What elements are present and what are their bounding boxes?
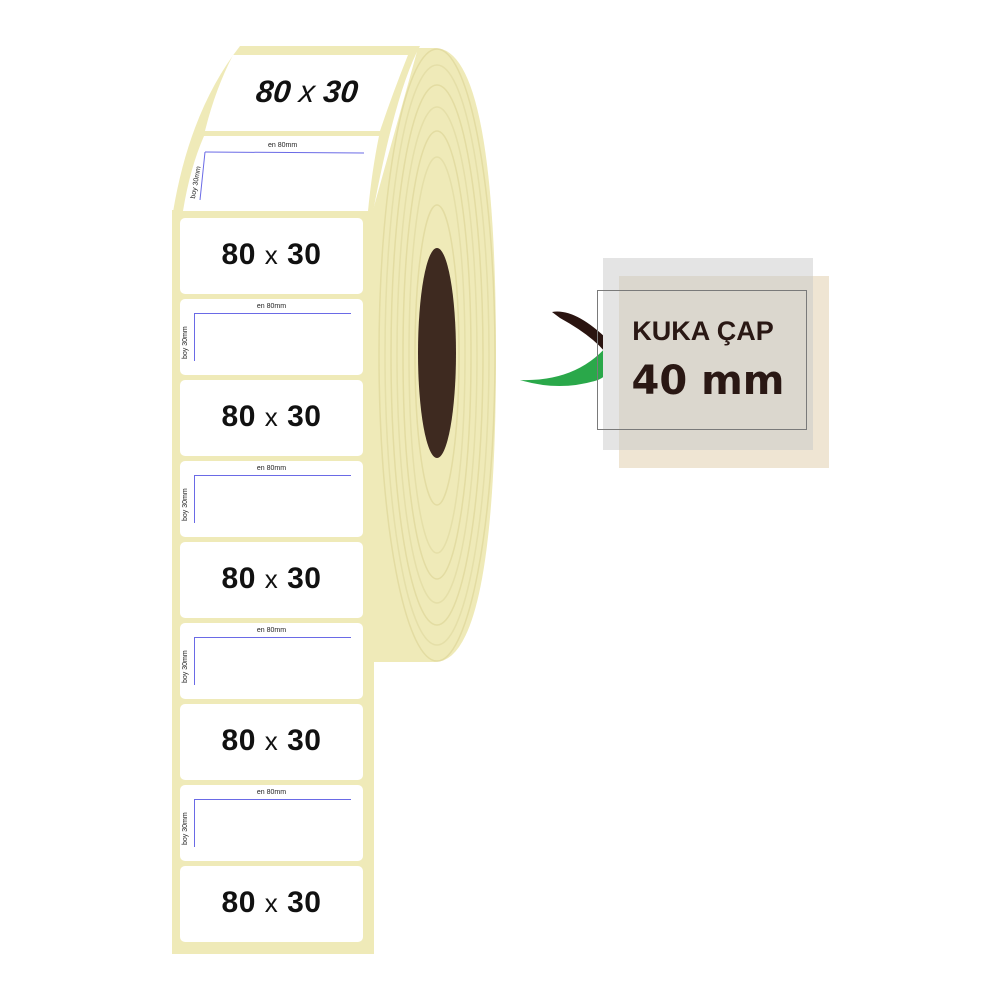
label-dim-4: en 80mm boy 30mm	[180, 785, 363, 861]
top-label-sep: x	[297, 74, 317, 109]
top-dim-en: en 80mm	[268, 142, 297, 149]
label-size-text: 80 x 30	[180, 724, 363, 758]
width-text: en 80mm	[256, 303, 287, 310]
height-line	[194, 637, 195, 685]
label-sep: x	[264, 402, 279, 432]
label-width: 80	[221, 724, 256, 757]
label-dim-1: en 80mm boy 30mm	[180, 299, 363, 375]
width-line	[194, 475, 351, 476]
label-size-text: 80 x 30	[180, 400, 363, 434]
label-width: 80	[221, 562, 256, 595]
label-title-2: 80 x 30	[180, 380, 363, 456]
label-title-4: 80 x 30	[180, 704, 363, 780]
width-line	[194, 799, 351, 800]
label-height: 30	[287, 562, 322, 595]
height-line	[194, 313, 195, 361]
top-label-face	[205, 55, 408, 131]
label-size-text: 80 x 30	[180, 562, 363, 596]
width-line	[194, 313, 351, 314]
height-text: boy 30mm	[182, 488, 189, 521]
label-width: 80	[221, 400, 256, 433]
height-line	[194, 475, 195, 523]
label-height: 30	[287, 724, 322, 757]
label-width: 80	[221, 238, 256, 271]
top-label-text: 80 x 30	[230, 74, 384, 110]
height-text: boy 30mm	[182, 326, 189, 359]
badge-panel	[619, 276, 813, 450]
width-line	[194, 637, 351, 638]
label-height: 30	[287, 238, 322, 271]
label-sep: x	[264, 564, 279, 594]
top-label-size2: 30	[321, 74, 360, 109]
label-dim-3: en 80mm boy 30mm	[180, 623, 363, 699]
width-text: en 80mm	[256, 627, 287, 634]
label-size-text: 80 x 30	[180, 238, 363, 272]
label-title-5: 80 x 30	[180, 866, 363, 942]
badge-frame	[597, 290, 807, 430]
core-diameter-value: 40 mm	[631, 358, 785, 404]
width-text: en 80mm	[256, 789, 287, 796]
label-sep: x	[264, 726, 279, 756]
label-height: 30	[287, 400, 322, 433]
top-dim-label-face	[183, 136, 379, 211]
label-title-1: 80 x 30	[180, 218, 363, 294]
width-text: en 80mm	[256, 465, 287, 472]
height-text: boy 30mm	[182, 812, 189, 845]
label-sep: x	[264, 240, 279, 270]
core-diameter-title: KUKA ÇAP	[632, 316, 774, 346]
label-dim-2: en 80mm boy 30mm	[180, 461, 363, 537]
label-width: 80	[221, 886, 256, 919]
swoosh-arrow-icon	[520, 311, 616, 386]
height-text: boy 30mm	[182, 650, 189, 683]
label-sep: x	[264, 888, 279, 918]
roll-core	[418, 248, 456, 458]
height-line	[194, 799, 195, 847]
top-dim-en-text: en 80mm	[268, 142, 298, 149]
label-size-text: 80 x 30	[180, 886, 363, 920]
label-title-3: 80 x 30	[180, 542, 363, 618]
top-label-size: 80	[254, 74, 293, 109]
label-height: 30	[287, 886, 322, 919]
